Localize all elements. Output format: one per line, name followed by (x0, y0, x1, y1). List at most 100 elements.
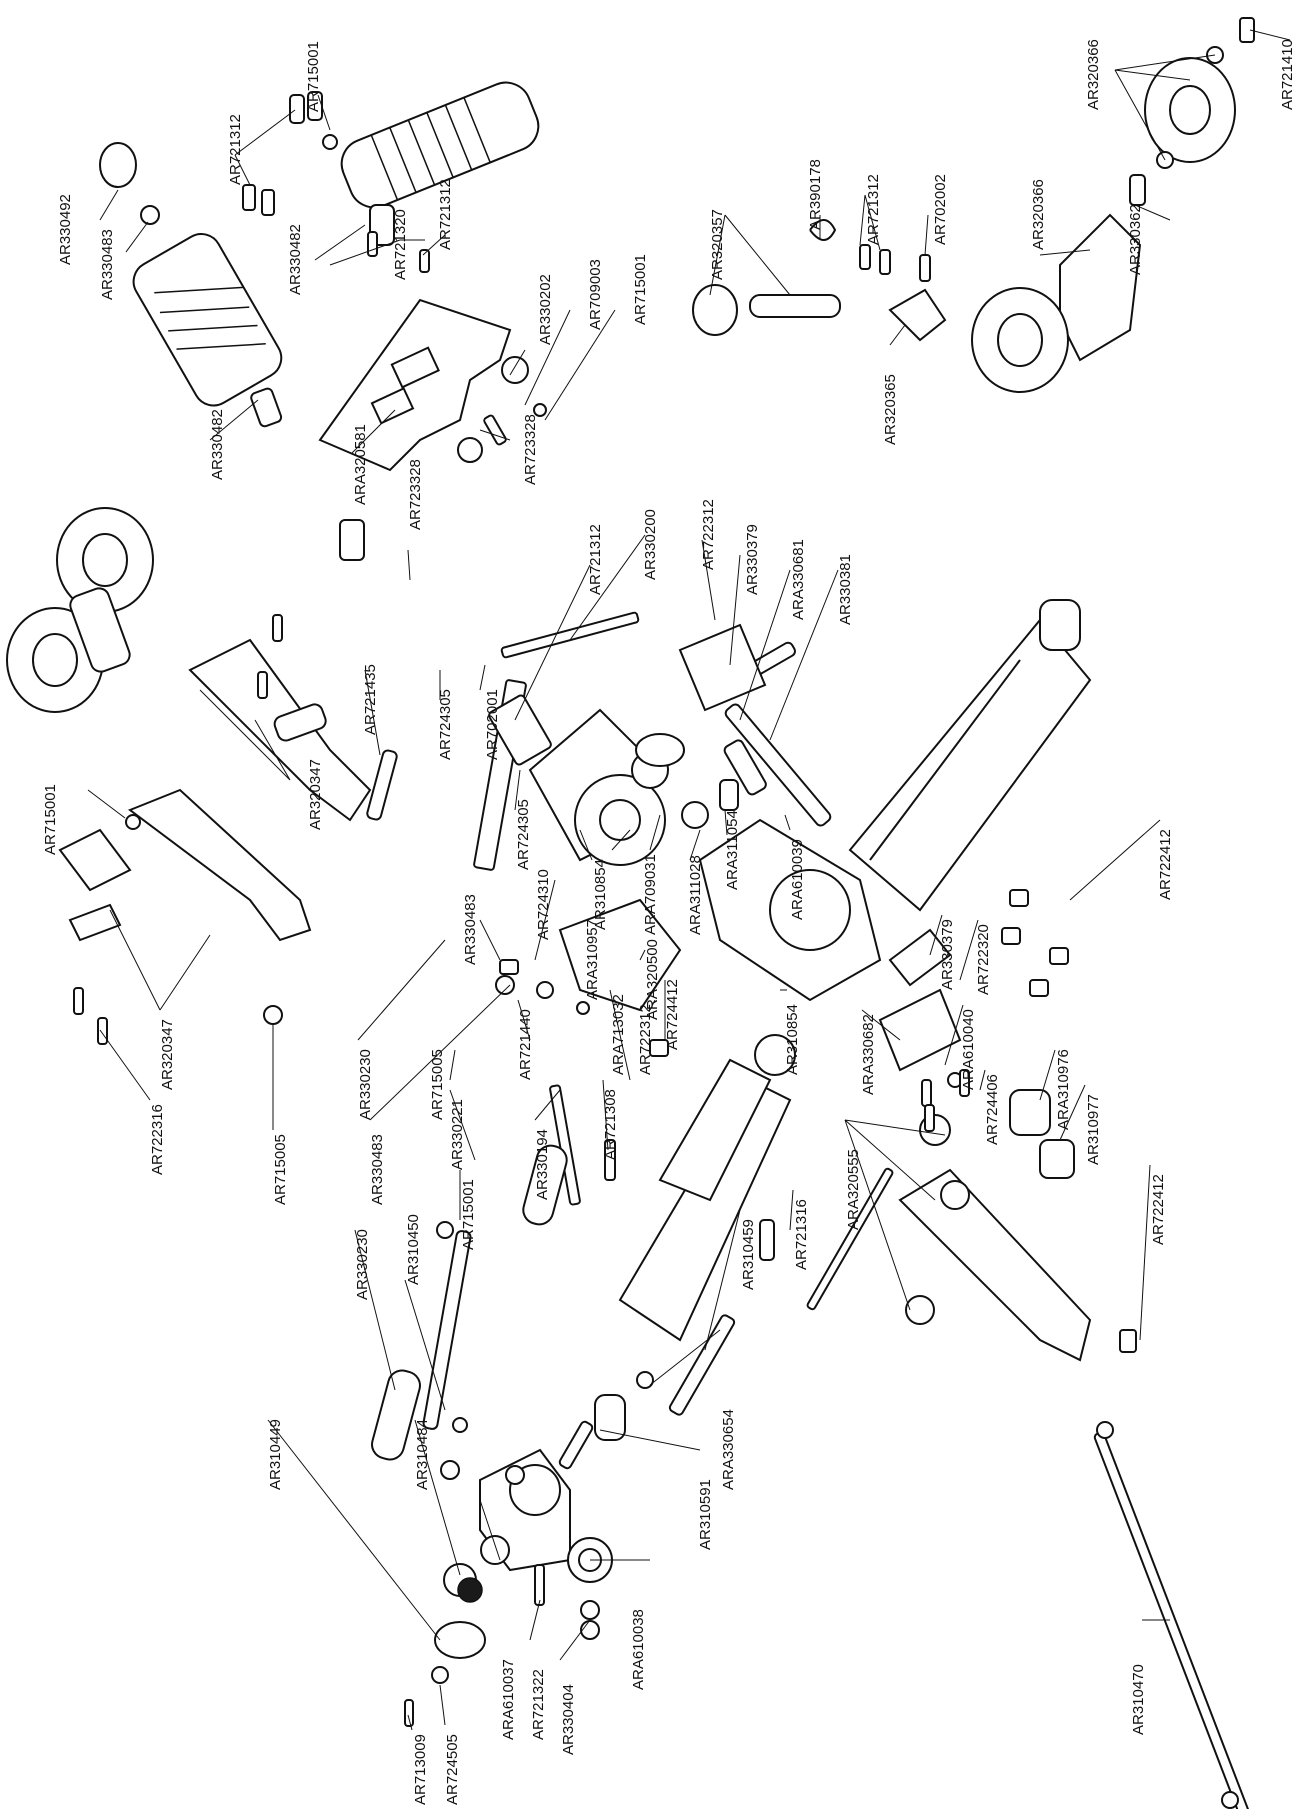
part-label: ARA330682 (860, 1014, 877, 1095)
part-label: AR721312 (227, 114, 244, 185)
part-label: AR320365 (882, 374, 899, 445)
part-label: AR723328 (522, 414, 539, 485)
part-label: AR330482 (287, 224, 304, 295)
part-label: AR715001 (305, 41, 322, 112)
part-label: AR330379 (744, 524, 761, 595)
part-label: AR330202 (537, 274, 554, 345)
part-label: AR724412 (664, 979, 681, 1050)
part-illustrations (6, 17, 1257, 1809)
part-label: AR722312 (700, 499, 717, 570)
part-label: ARA310957 (584, 919, 601, 1000)
shock-absorber-left (99, 142, 283, 428)
part-label: AR709003 (587, 259, 604, 330)
part-label: AR721312 (865, 174, 882, 245)
part-label: AR715001 (42, 784, 59, 855)
part-label: ARA311028 (687, 855, 704, 935)
part-label: AR310854 (784, 1004, 801, 1075)
part-label: ARA709031 (642, 854, 659, 935)
part-label: AR330194 (534, 1129, 551, 1200)
part-label: AR330362 (1127, 204, 1144, 275)
lower-arm-center (549, 1034, 894, 1416)
part-label: AR330381 (837, 554, 854, 625)
part-label: AR310459 (740, 1219, 757, 1290)
part-label: AR330482 (209, 409, 226, 480)
part-label: ARA713032 (610, 994, 627, 1075)
part-label: ARA610038 (630, 1609, 647, 1690)
part-label: AR724305 (437, 689, 454, 760)
shock-tower-plate (318, 231, 547, 472)
part-label: AR721410 (1279, 39, 1296, 110)
part-label: AR724406 (984, 1074, 1001, 1145)
part-label: AR722316 (149, 1104, 166, 1175)
part-label: AR723328 (407, 459, 424, 530)
part-label: AR724310 (535, 869, 552, 940)
part-label: AR721435 (362, 664, 379, 735)
part-label: AR330483 (462, 894, 479, 965)
part-label: AR724505 (444, 1734, 461, 1805)
part-label: AR721440 (517, 1009, 534, 1080)
part-label: AR310470 (1130, 1664, 1147, 1735)
suspension-arms-left (58, 614, 398, 1045)
part-label: AR330379 (939, 919, 956, 990)
part-label: AR721312 (437, 179, 454, 250)
part-label: AR722312 (637, 1004, 654, 1075)
part-label: AR330200 (642, 509, 659, 580)
part-label: AR715001 (460, 1179, 477, 1250)
part-label: AR722412 (1157, 829, 1174, 900)
part-label: AR721320 (392, 209, 409, 280)
part-label: AR330230 (354, 1229, 371, 1300)
part-label: AR721312 (587, 524, 604, 595)
part-label: AR702002 (932, 174, 949, 245)
part-label: AR320347 (307, 759, 324, 830)
part-label: AR721322 (530, 1669, 547, 1740)
part-label: AR724305 (515, 799, 532, 870)
part-label: ARA610039 (789, 839, 806, 920)
part-label: AR713009 (412, 1734, 429, 1805)
part-label: ARA320500 (644, 939, 661, 1020)
part-label: AR310450 (405, 1214, 422, 1285)
part-label: AR320366 (1030, 179, 1047, 250)
part-label: AR702001 (484, 689, 501, 760)
part-label: AR330492 (57, 194, 74, 265)
part-label: ARA311054 (724, 810, 741, 890)
part-label: ARA320581 (352, 424, 369, 505)
part-label: ARA610037 (500, 1659, 517, 1740)
part-label: AR715001 (632, 254, 649, 325)
part-label: AR310591 (697, 1479, 714, 1550)
part-label: AR320366 (1085, 39, 1102, 110)
part-labels: AR721312 AR715001 AR330492 AR330483 AR33… (42, 39, 1296, 1805)
part-label: AR721316 (793, 1199, 810, 1270)
chassis-arm-right (678, 599, 1092, 997)
part-label: AR320347 (159, 1019, 176, 1090)
part-label: AR330483 (369, 1134, 386, 1205)
part-label: ARA610040 (960, 1009, 977, 1090)
hub-carrier-upper (692, 219, 947, 342)
leader-lines (87, 29, 1291, 1731)
part-label: AR722320 (975, 924, 992, 995)
part-label: AR721308 (602, 1089, 619, 1160)
part-label: AR310854 (592, 859, 609, 930)
wheel-assembly-top-right (971, 17, 1255, 393)
part-label: ARA320555 (845, 1149, 862, 1230)
part-label: AR330404 (560, 1684, 577, 1755)
part-label: AR330221 (449, 1099, 466, 1170)
part-label: AR310449 (267, 1419, 284, 1490)
part-label: ARA330681 (790, 539, 807, 620)
part-label: AR320357 (709, 209, 726, 280)
driveshaft (1093, 1421, 1257, 1809)
part-label: AR310977 (1085, 1094, 1102, 1165)
part-label: AR330230 (357, 1049, 374, 1120)
lower-arm-assembly (878, 928, 1137, 1362)
wheel-assembly-left (6, 507, 365, 713)
part-label: AR715005 (429, 1049, 446, 1120)
part-label: AR390178 (807, 159, 824, 230)
part-label: ARA310976 (1055, 1049, 1072, 1130)
center-differential (473, 611, 882, 1015)
part-label: AR715005 (272, 1134, 289, 1205)
part-label: AR330483 (99, 229, 116, 300)
part-label: AR722412 (1150, 1174, 1167, 1245)
hub-carrier-lower (404, 1394, 626, 1727)
part-label: AR310484 (414, 1419, 431, 1490)
part-label: ARA330654 (720, 1409, 737, 1490)
